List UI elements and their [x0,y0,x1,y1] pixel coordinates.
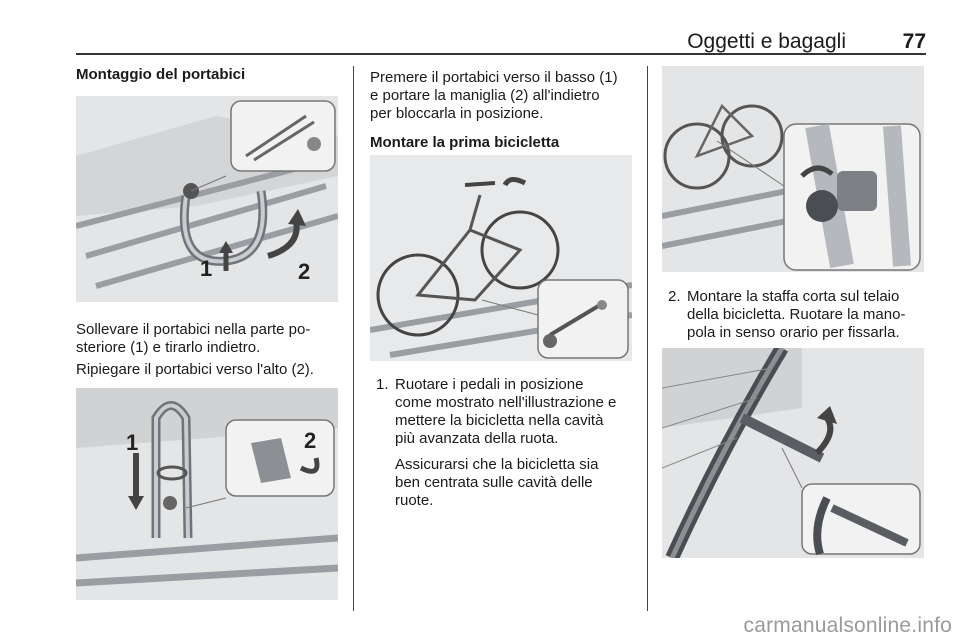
figure-press-carrier: 1 2 [76,388,338,600]
text-line: Montare la staffa corta sul telaio [687,288,900,305]
section-heading-first-bike: Montare la prima bicicletta [370,134,560,151]
lift-carrier-illustration: 1 2 [76,96,338,302]
section-heading-mounting: Montaggio del portabici [76,66,246,83]
text-line: pola in senso orario per fissarla. [687,324,900,341]
short-bracket-illustration [662,66,924,272]
callout-1: 1 [126,430,138,455]
list-number-1: 1. [376,376,389,393]
text-line: Premere il portabici verso il basso (1) [370,69,618,86]
text-line: ben centrata sulle cavità delle [395,474,593,491]
header-title: Oggetti e bagagli [687,30,846,53]
text-line: come mostrato nell'illustrazione e [395,394,617,411]
figure-first-bike [370,155,632,361]
list-item-2-text: Montare la staffa corta sul telaio della… [687,288,932,342]
list-item-1-text: Ruotare i pedali in posizione come mostr… [395,376,645,448]
figure-lift-carrier: 1 2 [76,96,338,302]
text-line: Ruotare i pedali in posizione [395,376,584,393]
text-line: più avanzata della ruota. [395,430,559,447]
column-divider-2 [647,66,648,611]
text-line: Sollevare il portabici nella parte po- [76,321,311,338]
text-line: mettere la bicicletta nella cavità [395,412,604,429]
press-carrier-illustration: 1 2 [76,388,338,600]
page-number: 77 [902,30,926,53]
figure-short-bracket [662,66,924,272]
watermark: carmanualsonline.info [743,614,952,637]
callout-1: 1 [200,256,212,281]
callout-2: 2 [304,428,316,453]
paragraph-lift-instruction: Sollevare il portabici nella parte po- s… [76,321,338,357]
figure-bracket-wheel [662,348,924,558]
text-line: Assicurarsi che la bicicletta sia [395,456,599,473]
callout-2: 2 [298,259,310,284]
text-line: ruote. [395,492,434,509]
list-item-1-note: Assicurarsi che la bicicletta sia ben ce… [395,456,645,510]
text-line: e portare la maniglia (2) all'indietro [370,87,600,104]
paragraph-press-instruction: Premere il portabici verso il basso (1) … [370,69,645,123]
list-number-2: 2. [668,288,681,305]
first-bike-illustration [370,155,632,361]
bracket-wheel-illustration [662,348,924,558]
paragraph-fold-instruction: Ripiegare il portabici verso l'alto (2). [76,361,314,378]
column-divider-1 [353,66,354,611]
text-line: per bloccarla in posizione. [370,105,544,122]
page-header: Oggetti e bagagli 77 [76,30,926,53]
text-line: steriore (1) e tirarlo indietro. [76,339,261,356]
text-line: della bicicletta. Ruotare la mano- [687,306,906,323]
header-rule [76,53,926,55]
